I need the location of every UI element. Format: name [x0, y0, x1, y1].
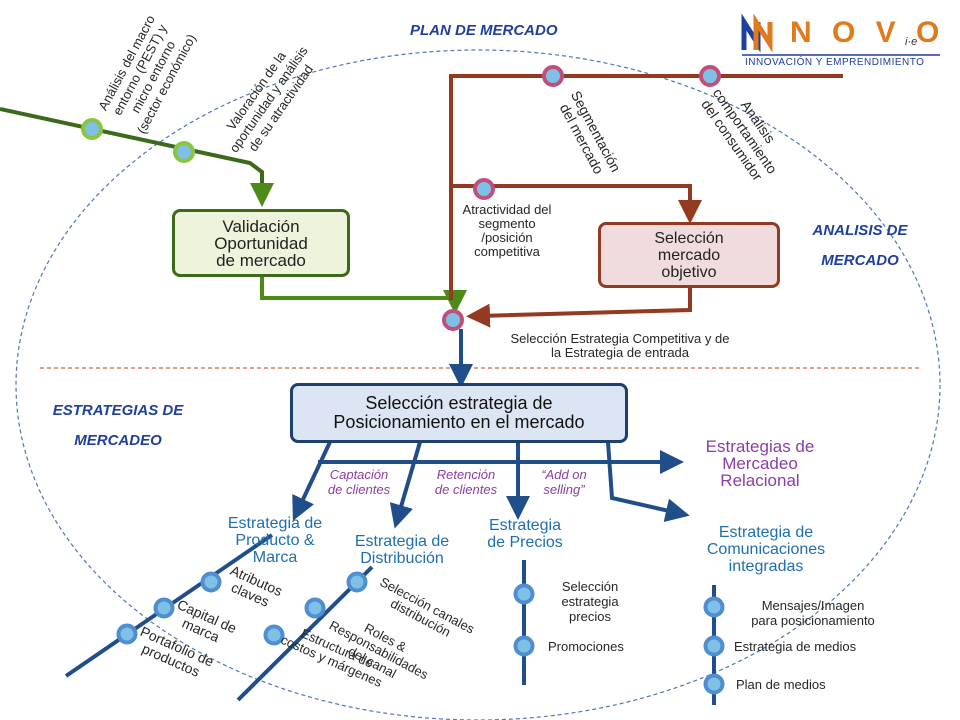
add-on-selling-label: “Add on selling”	[541, 467, 587, 497]
market-plan-ellipse	[15, 49, 941, 720]
product-node-portfolio	[116, 623, 138, 645]
green-node-macro	[81, 118, 103, 140]
product-strategy-title: Estrategia de Producto & Marca	[227, 515, 323, 566]
red-to-target-line	[451, 184, 702, 224]
retention-label: Retención de clientes	[434, 467, 498, 497]
pricing-item-selection: Selección estrategia precios	[561, 579, 619, 624]
plan-heading: PLAN DE MERCADO	[410, 22, 558, 39]
pricing-item-promotions: Promociones	[548, 639, 624, 654]
communications-node-plan	[703, 673, 725, 695]
green-node-valuation	[173, 141, 195, 163]
logo-tagline: INNOVACIÓN Y EMPRENDIMIENTO	[745, 57, 925, 68]
positioning-box: Selección estrategia de Posicionamiento …	[290, 383, 628, 443]
relational-title: Estrategias de Mercadeo Relacional	[705, 437, 815, 490]
product-node-brand	[153, 597, 175, 619]
product-node-attributes	[200, 571, 222, 593]
red-node-attractiveness	[473, 178, 495, 200]
distribution-node-costs	[263, 624, 285, 646]
communications-node-media	[703, 635, 725, 657]
logo-suffix: i·e	[905, 36, 918, 48]
red-to-competitive-line	[466, 288, 692, 328]
validation-box: Validación Oportunidad de mercado	[172, 209, 350, 277]
communications-item-media: Estrategia de medios	[734, 639, 857, 654]
logo-mark	[741, 13, 940, 56]
analysis-heading: ANALISIS DE MERCADO	[812, 222, 908, 269]
distribution-node-roles	[304, 597, 326, 619]
distribution-node-channels	[346, 571, 368, 593]
red-node-behaviour	[699, 65, 721, 87]
red-node-segmentation	[542, 65, 564, 87]
communications-strategy-title: Estrategia de Comunicaciones integradas	[706, 524, 826, 575]
communications-node-messages	[703, 596, 725, 618]
green-path-line	[0, 107, 274, 207]
communications-item-messages: Mensajes/Imagen para posicionamiento	[751, 598, 875, 628]
target-market-box: Selección mercado objetivo	[598, 222, 780, 288]
strategies-heading: ESTRATEGIAS DE MERCADEO	[52, 402, 184, 449]
distribution-arrow	[389, 441, 422, 529]
competitive-node	[442, 309, 464, 331]
attractiveness-label: Atractividad del segmento /posición comp…	[462, 202, 552, 259]
competitive-label: Selección Estrategia Competitiva y de la…	[510, 331, 730, 360]
communications-item-plan: Plan de medios	[736, 677, 826, 692]
communications-arrow	[606, 441, 690, 523]
pricing-node-selection	[513, 583, 535, 605]
pricing-node-promotions	[513, 635, 535, 657]
pricing-strategy-title: Estrategia de Precios	[487, 517, 563, 551]
capture-label: Captación de clientes	[327, 467, 391, 497]
product-arrow	[292, 441, 332, 521]
green-to-competitive-line	[260, 277, 467, 314]
logo-brand: N O V O S	[790, 16, 960, 49]
distribution-strategy-title: Estrategia de Distribución	[354, 533, 450, 567]
